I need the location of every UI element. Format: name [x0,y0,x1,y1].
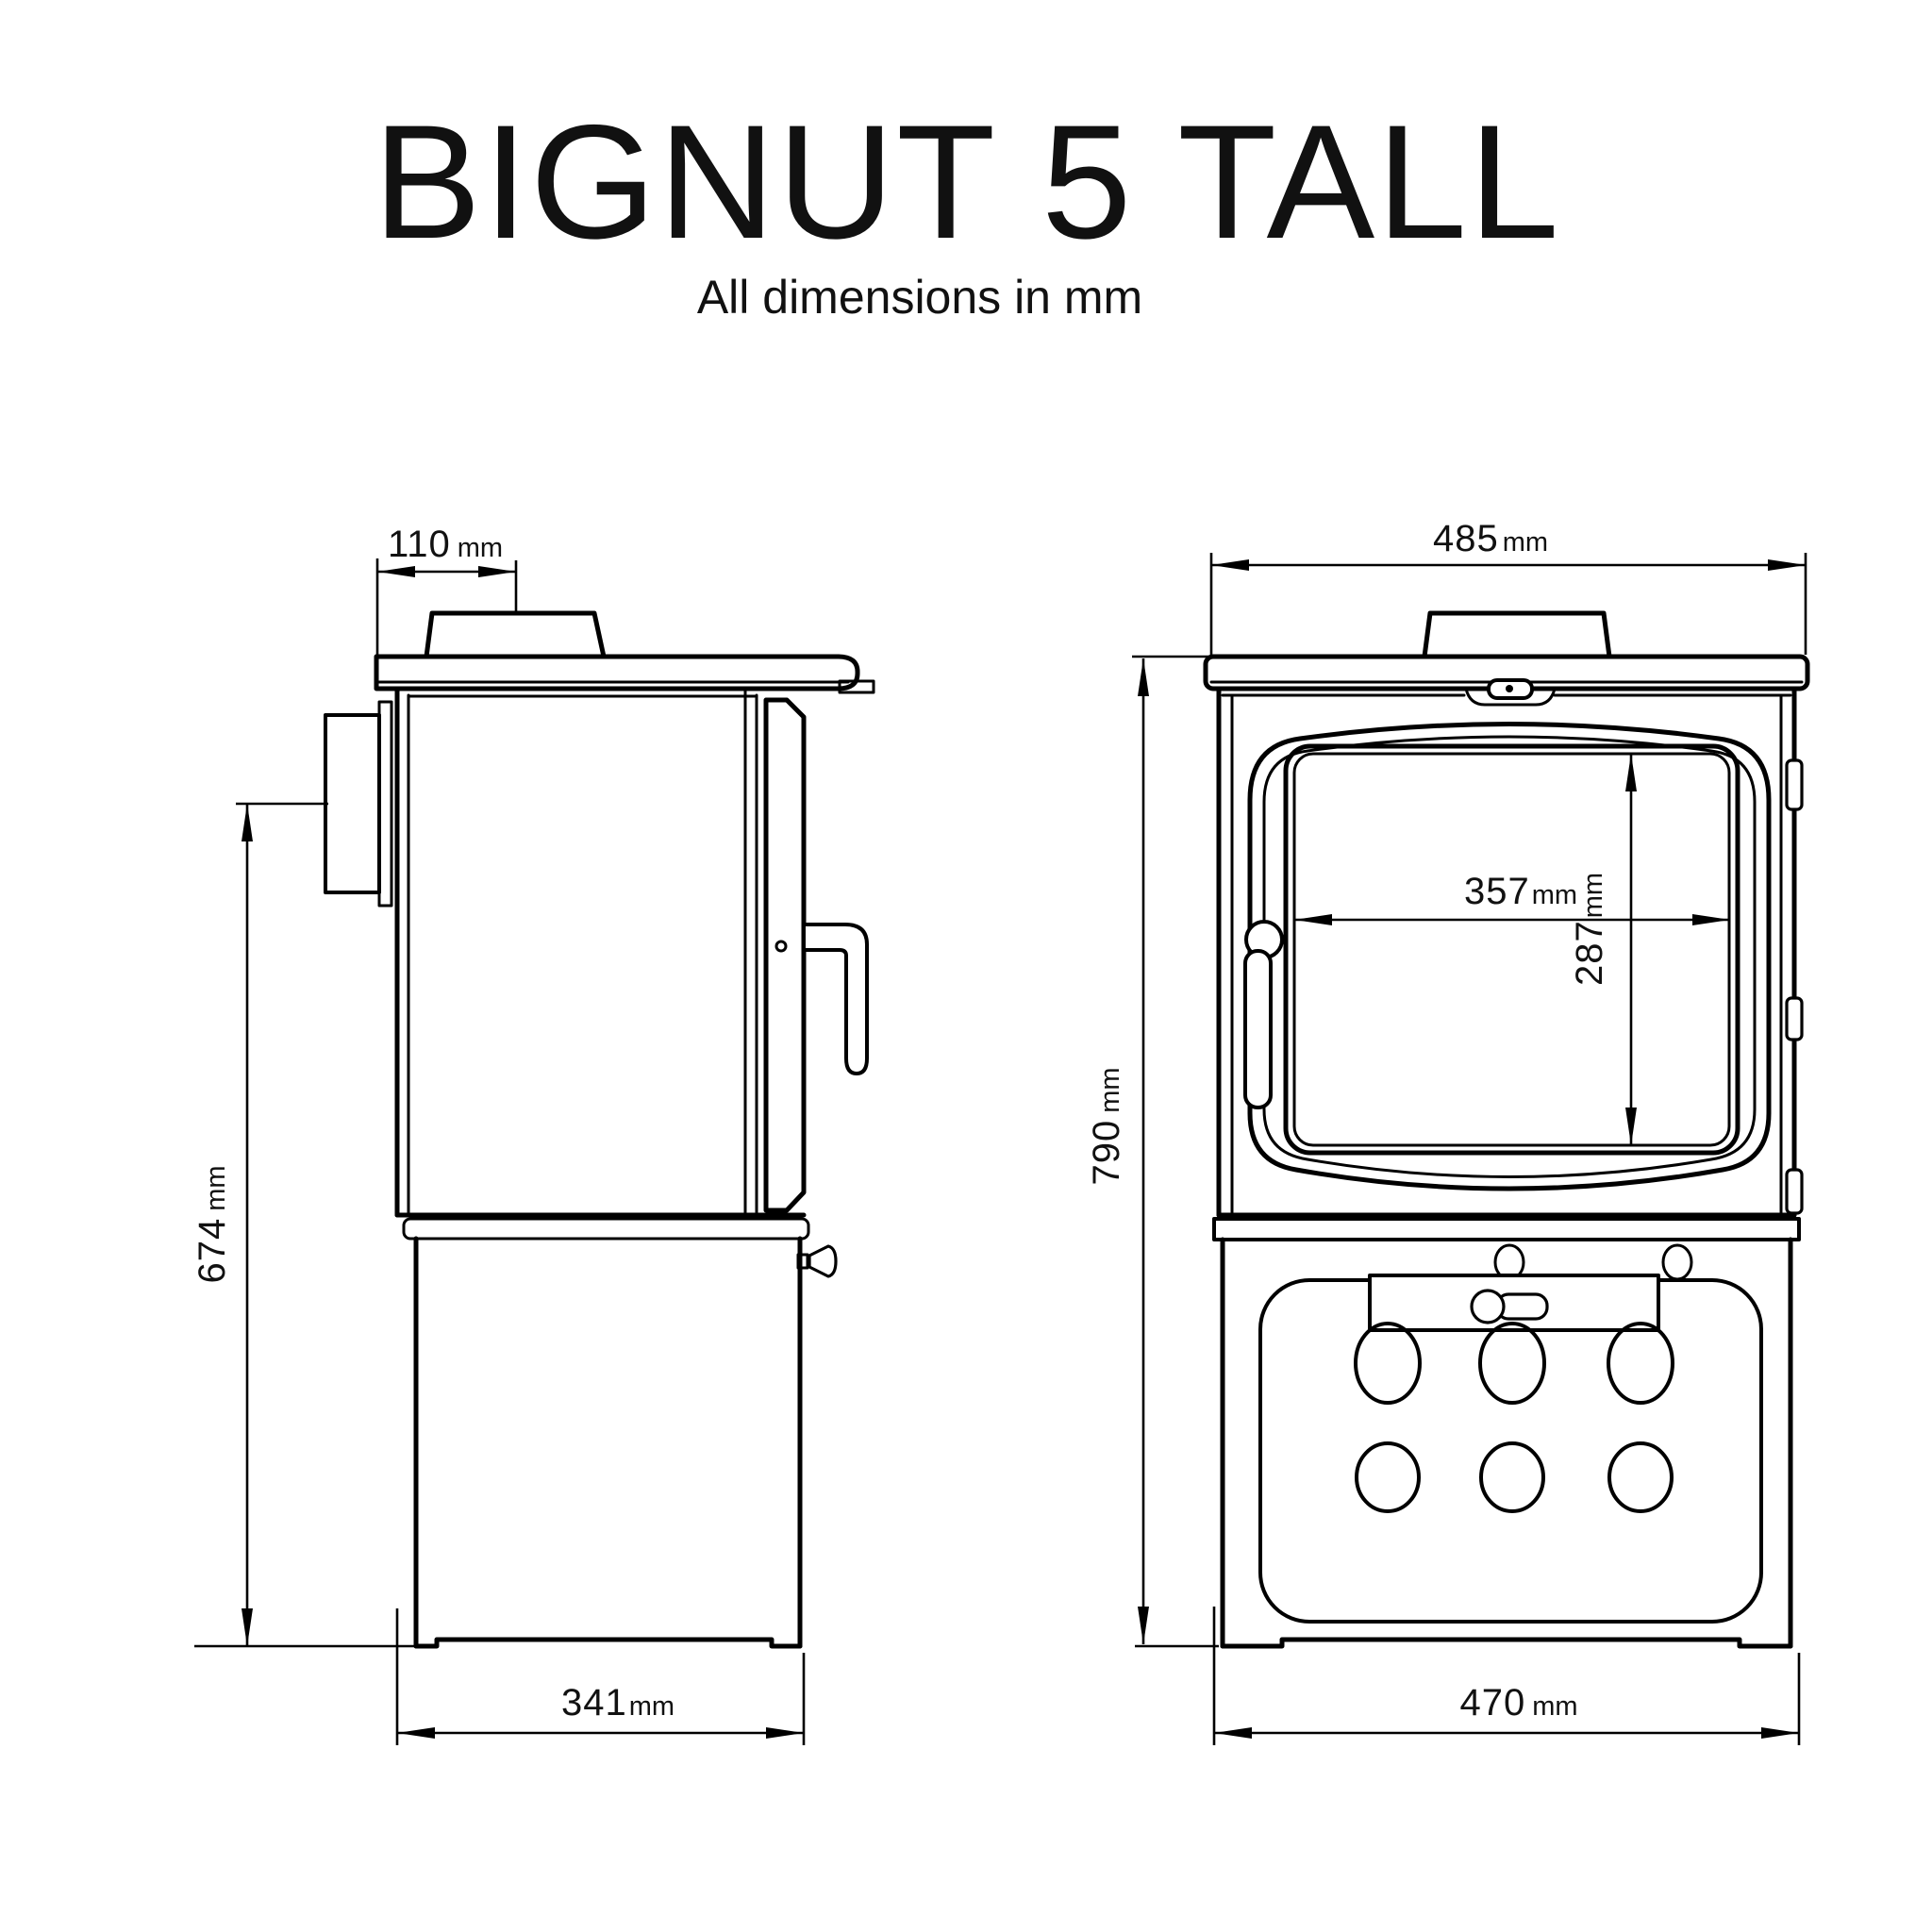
dim-674-label: 674mm [192,1165,233,1283]
door-latch-bracket [1464,687,1557,707]
side-latch-knob [808,1244,838,1278]
dimension-depth: 341mm [395,1608,806,1745]
dim-287-label: 287mm [1569,873,1610,986]
side-top-plate [374,654,860,691]
vent-hole [1607,1322,1674,1405]
dimension-outlet-height: 674mm [192,802,429,1648]
air-slider-knob [1470,1289,1506,1324]
side-hinge-pin [774,940,788,953]
page-subtitle: All dimensions in mm [697,271,1142,324]
door-hinge-bottom [1785,1168,1804,1215]
front-base [1220,1637,1793,1649]
front-divider-plate [1212,1217,1801,1241]
dimension-glass-height: 287mm [1569,754,1637,1145]
dim-790-label: 790mm [1086,1067,1127,1185]
vent-hole [1478,1322,1546,1405]
dim-357-label: 357mm [1464,871,1577,912]
stove-door-inner [1262,735,1757,1178]
side-latch-stem [796,1253,809,1270]
rear-shield-bracket [377,700,393,908]
door-handle [1243,949,1273,1109]
rear-heat-shield [324,713,381,894]
side-top-plate-tab [838,679,875,694]
dimension-overall-height: 790mm [1086,655,1219,1648]
side-door-handle [802,923,869,1075]
vent-hole [1355,1441,1421,1513]
door-hinge-middle [1785,996,1804,1041]
side-base [413,1637,803,1649]
side-flue-collar [424,610,607,659]
vent-hole [1607,1441,1674,1513]
stove-door [1247,722,1772,1191]
door-hinge-top [1785,758,1804,811]
side-door-profile [763,697,807,1213]
side-divider-plate [402,1217,810,1241]
door-glass-inner [1292,752,1731,1147]
door-latch-pin [1506,685,1513,692]
door-glass [1283,743,1740,1156]
stand-bolt-hole [1661,1243,1693,1281]
vent-hole [1354,1322,1422,1405]
page-title: BIGNUT 5 TALL [373,92,1560,273]
front-flue-collar [1422,610,1612,659]
dimension-glass-width: 357mm [1294,871,1730,925]
vent-hole [1479,1441,1545,1513]
dim-341-label: 341mm [561,1682,675,1724]
